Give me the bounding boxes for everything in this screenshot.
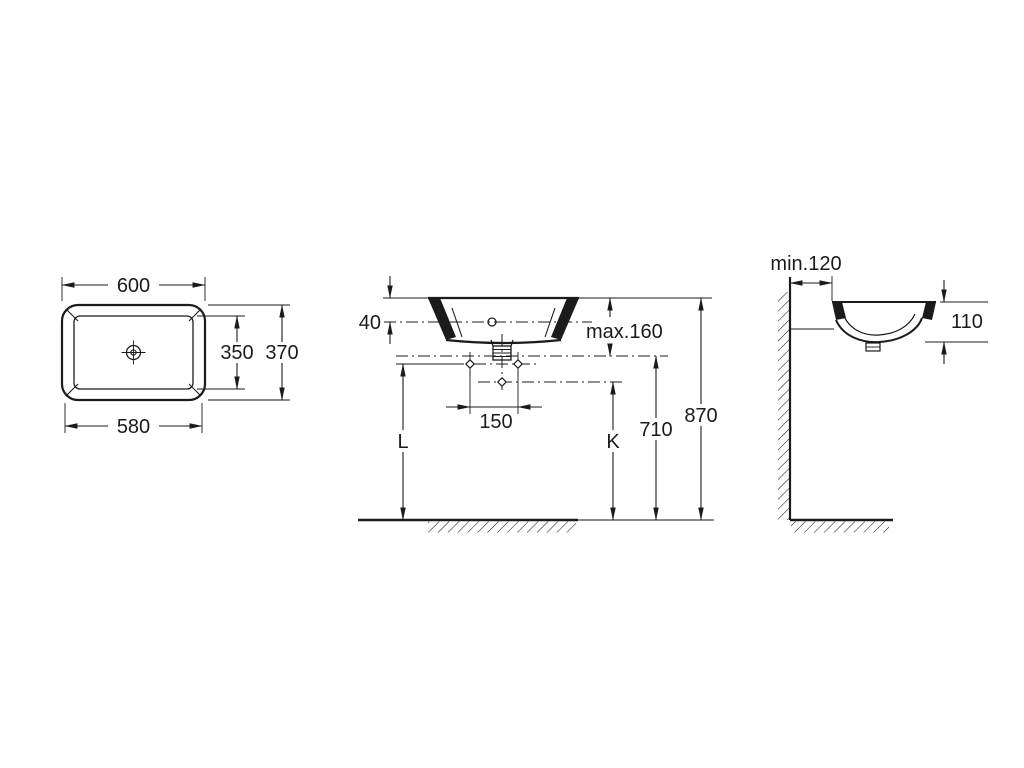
- dim-label-350: 350: [220, 342, 253, 364]
- dimension-710: 710: [639, 355, 673, 521]
- side-view: min.120 110: [770, 253, 988, 533]
- dim-label-min120: min.120: [770, 253, 841, 275]
- front-view: 40 max.160 150 L K: [358, 276, 718, 533]
- basin-right-wall: [551, 298, 579, 340]
- drain-stub-side: [865, 342, 881, 352]
- dimension-150: 150: [446, 372, 542, 433]
- basin-bottom-line: [445, 338, 562, 345]
- dimension-max160: max.160: [586, 297, 663, 357]
- dimension-110: 110: [925, 280, 988, 364]
- dimension-370: 370: [208, 304, 299, 401]
- dim-label-370: 370: [265, 342, 298, 364]
- basin-outer-outline: [60, 303, 207, 402]
- dimension-K: K: [606, 381, 620, 521]
- dim-label-110: 110: [951, 311, 983, 333]
- dimension-L: L: [397, 363, 409, 521]
- basin-inner-outline: [73, 315, 194, 390]
- dim-label-L: L: [397, 431, 408, 453]
- dimension-40: 40: [359, 276, 393, 344]
- drain-symbol: [121, 340, 146, 365]
- dim-label-600: 600: [117, 275, 150, 297]
- dim-label-710: 710: [639, 419, 672, 441]
- dimension-870: 870: [684, 297, 718, 521]
- dimension-min120: min.120: [770, 253, 842, 301]
- dim-label-40: 40: [359, 312, 381, 334]
- floor-hatch-side: [791, 521, 889, 533]
- top-view: 600 580 350 370: [60, 275, 299, 438]
- dimension-600: 600: [61, 275, 206, 301]
- floor-front: [358, 518, 714, 533]
- floor-hatch: [428, 521, 576, 533]
- dimension-350: 350: [197, 315, 254, 390]
- dim-label-max160: max.160: [586, 321, 663, 343]
- dim-label-K: K: [606, 431, 620, 453]
- basin-left-wall: [428, 298, 456, 340]
- dimension-580: 580: [64, 403, 203, 438]
- dim-label-870: 870: [684, 405, 717, 427]
- rim-corner-bevels: [66, 309, 201, 396]
- dim-label-580: 580: [117, 416, 150, 438]
- wall-hatch: [778, 292, 790, 520]
- basin-side-profile: [790, 301, 936, 352]
- dim-label-150: 150: [479, 411, 512, 433]
